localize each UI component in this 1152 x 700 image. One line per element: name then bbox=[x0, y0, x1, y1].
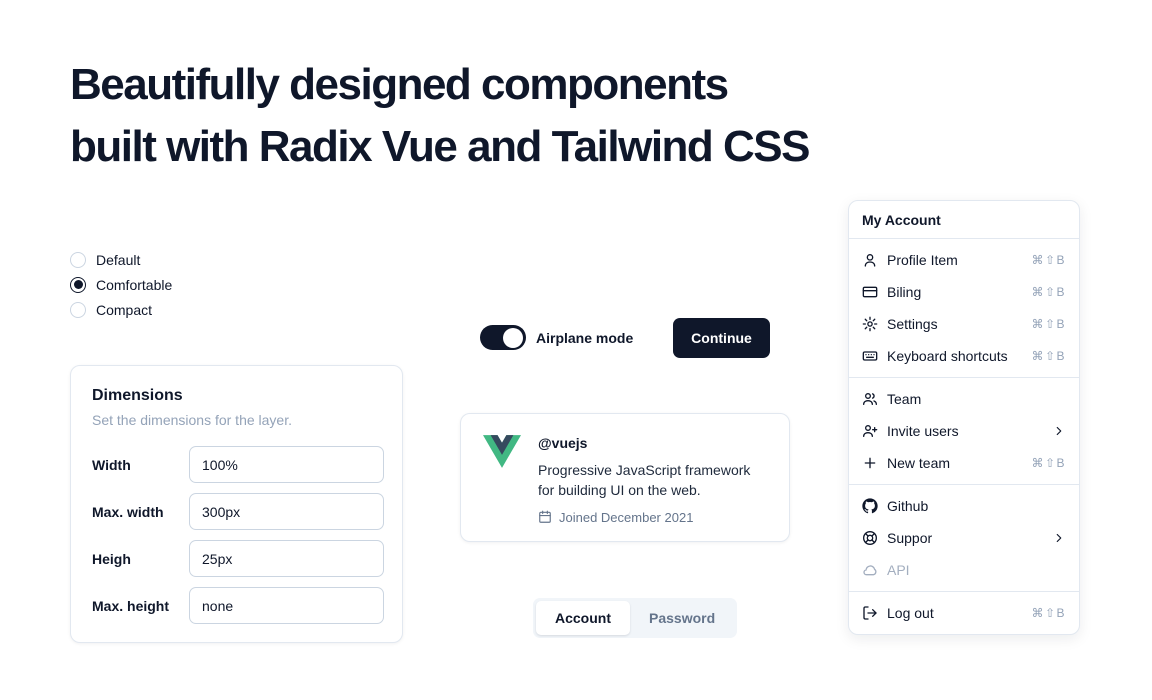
continue-button[interactable]: Continue bbox=[673, 318, 770, 358]
radio-option-comfortable[interactable]: Comfortable bbox=[70, 276, 172, 293]
density-radio-group: Default Comfortable Compact bbox=[70, 251, 172, 318]
menu-title: My Account bbox=[862, 212, 941, 228]
user-icon bbox=[864, 253, 876, 267]
radio-option-default[interactable]: Default bbox=[70, 251, 172, 268]
chevron-right-icon bbox=[1056, 533, 1062, 543]
menu-separator bbox=[849, 591, 1079, 592]
max-height-input[interactable] bbox=[189, 587, 384, 624]
dimensions-fields: Width Max. width Heigh Max. height bbox=[92, 446, 384, 624]
shortcut-hint: ⌘⇧B bbox=[1031, 253, 1066, 267]
field-row-width: Width bbox=[92, 446, 384, 483]
calendar-icon bbox=[539, 510, 551, 523]
dimensions-subtitle: Set the dimensions for the layer. bbox=[92, 412, 292, 428]
credit-card-icon bbox=[862, 286, 878, 298]
dimensions-card: Dimensions Set the dimensions for the la… bbox=[70, 365, 403, 643]
keyboard-icon bbox=[862, 351, 878, 361]
shortcut-hint: ⌘⇧B bbox=[1031, 349, 1066, 363]
menu-item-keyboard-shortcuts[interactable]: Keyboard shortcuts ⌘⇧B bbox=[854, 340, 1074, 372]
field-label: Heigh bbox=[92, 550, 131, 567]
github-icon bbox=[862, 498, 878, 514]
vue-handle: @vuejs bbox=[538, 435, 588, 451]
toggle-knob bbox=[503, 327, 523, 348]
radio-option-compact[interactable]: Compact bbox=[70, 301, 172, 318]
menu-item-team[interactable]: Team bbox=[854, 383, 1074, 415]
menu-separator bbox=[849, 238, 1079, 239]
vue-description: Progressive JavaScript framework for bui… bbox=[538, 462, 751, 499]
radio-label: Comfortable bbox=[96, 276, 173, 293]
menu-group-support: Github Suppor API bbox=[849, 485, 1079, 591]
shortcut-hint: ⌘⇧B bbox=[1031, 317, 1066, 331]
account-tabs: Account Password bbox=[533, 598, 738, 638]
airplane-mode-toggle[interactable] bbox=[480, 325, 526, 350]
menu-item-log-out[interactable]: Log out ⌘⇧B bbox=[854, 597, 1074, 629]
menu-item-support[interactable]: Suppor bbox=[854, 522, 1074, 554]
menu-item-api: API bbox=[854, 554, 1074, 586]
menu-item-github[interactable]: Github bbox=[854, 490, 1074, 522]
lifebuoy-icon bbox=[863, 531, 877, 545]
users-icon bbox=[863, 393, 877, 405]
airplane-mode-row: Airplane mode bbox=[480, 325, 633, 350]
field-row-max-height: Max. height bbox=[92, 587, 384, 624]
height-input[interactable] bbox=[189, 540, 384, 577]
page-title-line1: Beautifully designed components bbox=[70, 60, 729, 109]
vue-logo-icon bbox=[483, 435, 521, 468]
menu-group-profile: Profile Item ⌘⇧B Biling ⌘⇧B Settings ⌘⇧B… bbox=[849, 239, 1079, 377]
gear-icon bbox=[862, 316, 878, 332]
menu-item-billing[interactable]: Biling ⌘⇧B bbox=[854, 276, 1074, 308]
field-label: Max. width bbox=[92, 503, 164, 520]
menu-group-logout: Log out ⌘⇧B bbox=[849, 592, 1079, 634]
vue-card-body: @vuejs Progressive JavaScript framework … bbox=[538, 431, 769, 541]
log-out-icon bbox=[863, 606, 877, 620]
user-plus-icon bbox=[863, 425, 878, 437]
tab-password[interactable]: Password bbox=[649, 610, 716, 626]
menu-separator bbox=[849, 484, 1079, 485]
chevron-right-icon bbox=[1056, 426, 1062, 436]
field-label: Max. height bbox=[92, 597, 170, 614]
cloud-icon bbox=[863, 565, 877, 576]
radio-label: Default bbox=[96, 251, 141, 268]
field-label: Width bbox=[92, 456, 131, 473]
radio-circle-icon[interactable] bbox=[70, 251, 86, 268]
shortcut-hint: ⌘⇧B bbox=[1031, 456, 1066, 470]
page-title-line2: built with Radix Vue and Tailwind CSS bbox=[70, 122, 811, 172]
field-row-max-width: Max. width bbox=[92, 493, 384, 530]
menu-separator bbox=[849, 377, 1079, 378]
radio-circle-icon[interactable] bbox=[70, 276, 86, 293]
page-title: Beautifully designed components built wi… bbox=[70, 54, 811, 179]
my-account-menu: My Account Profile Item ⌘⇧B Biling ⌘⇧B S… bbox=[848, 200, 1080, 635]
menu-item-invite-users[interactable]: Invite users bbox=[854, 415, 1074, 447]
menu-item-profile[interactable]: Profile Item ⌘⇧B bbox=[854, 244, 1074, 276]
shortcut-hint: ⌘⇧B bbox=[1031, 606, 1066, 620]
vue-joined-label: Joined December 2021 bbox=[559, 509, 694, 525]
dimensions-title: Dimensions bbox=[92, 387, 183, 404]
vue-joined-row: Joined December 2021 bbox=[538, 510, 769, 525]
shortcut-hint: ⌘⇧B bbox=[1031, 285, 1066, 299]
field-row-height: Heigh bbox=[92, 540, 384, 577]
radio-label: Compact bbox=[96, 301, 153, 318]
menu-item-new-team[interactable]: New team ⌘⇧B bbox=[854, 447, 1074, 479]
plus-icon bbox=[864, 457, 876, 469]
vuejs-hover-card: @vuejs Progressive JavaScript framework … bbox=[460, 413, 790, 542]
radio-circle-icon[interactable] bbox=[70, 301, 86, 318]
menu-group-team: Team Invite users New team ⌘⇧B bbox=[849, 378, 1079, 484]
width-input[interactable] bbox=[189, 446, 384, 483]
menu-item-settings[interactable]: Settings ⌘⇧B bbox=[854, 308, 1074, 340]
tab-account[interactable]: Account bbox=[536, 601, 630, 635]
max-width-input[interactable] bbox=[189, 493, 384, 530]
airplane-mode-label: Airplane mode bbox=[536, 329, 634, 346]
